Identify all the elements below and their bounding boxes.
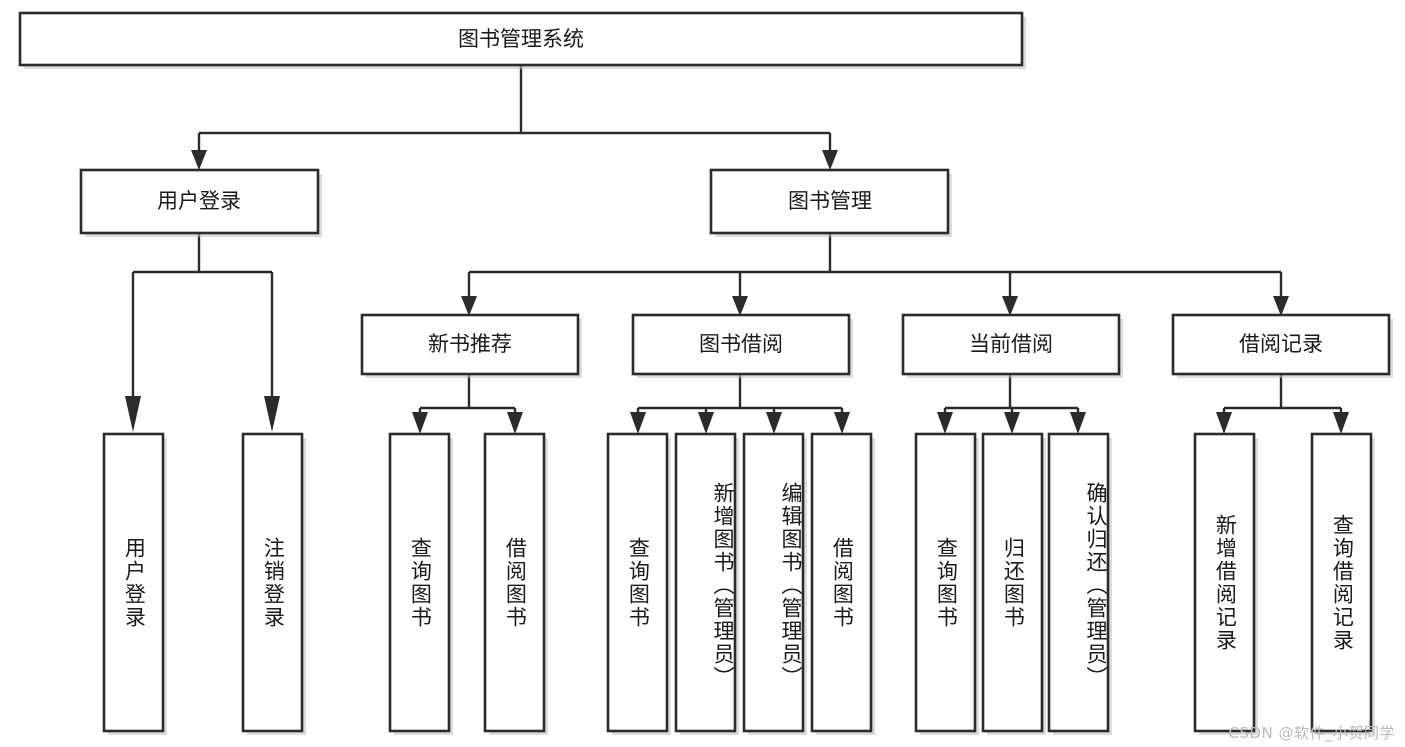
node-leaf-query-book-3-rect[interactable] bbox=[914, 432, 977, 733]
node-book-borrow-label: 图书借阅 bbox=[699, 332, 783, 356]
node-root[interactable]: 图书管理系统 bbox=[18, 11, 1026, 69]
arrow-to-book-manage bbox=[822, 150, 838, 170]
node-leaf-return-book-rect[interactable] bbox=[981, 432, 1044, 733]
node-leaf-add-record[interactable] bbox=[1193, 432, 1258, 735]
node-current-borrow-label: 当前借阅 bbox=[969, 332, 1053, 356]
node-leaf-confirm-return-rect[interactable] bbox=[1047, 432, 1110, 733]
arrow-to-leaf-user-logout bbox=[264, 396, 280, 432]
connector-layer bbox=[125, 65, 1349, 434]
node-leaf-edit-book-rect[interactable] bbox=[742, 432, 805, 733]
node-leaf-add-record-rect[interactable] bbox=[1193, 432, 1256, 733]
node-leaf-borrow-book-1[interactable] bbox=[483, 432, 548, 735]
node-layer: 图书管理系统 用户登录 图书管理 新书推荐 bbox=[18, 11, 1393, 735]
arrow-to-leaf-confirm-return bbox=[1070, 412, 1086, 434]
node-leaf-query-book-2[interactable] bbox=[606, 432, 671, 735]
node-leaf-user-login-rect[interactable] bbox=[102, 432, 165, 733]
arrow-to-leaf-query-book-3 bbox=[937, 412, 953, 434]
node-user-login[interactable]: 用户登录 bbox=[79, 168, 322, 237]
node-leaf-add-book[interactable] bbox=[674, 432, 739, 735]
arrow-to-leaf-query-book-2 bbox=[630, 412, 646, 434]
node-new-book-recommend-label: 新书推荐 bbox=[428, 332, 512, 356]
node-user-login-rect[interactable] bbox=[79, 168, 320, 235]
node-leaf-edit-book[interactable] bbox=[742, 432, 807, 735]
node-current-borrow-rect[interactable] bbox=[901, 313, 1121, 376]
node-leaf-user-login[interactable] bbox=[102, 432, 167, 735]
node-leaf-borrow-book-1-rect[interactable] bbox=[483, 432, 546, 733]
node-root-rect[interactable] bbox=[18, 11, 1024, 67]
node-leaf-user-logout[interactable] bbox=[241, 432, 306, 735]
arrow-to-current-borrow bbox=[1002, 296, 1018, 316]
csdn-watermark: CSDN @软件_小贺同学 bbox=[1228, 724, 1395, 742]
arrow-to-book-borrow bbox=[732, 296, 748, 316]
node-leaf-query-book-2-rect[interactable] bbox=[606, 432, 669, 733]
node-leaf-confirm-return[interactable] bbox=[1047, 432, 1112, 735]
node-borrow-record-rect[interactable] bbox=[1171, 313, 1391, 376]
arrow-to-leaf-return-book bbox=[1004, 412, 1020, 434]
node-borrow-record[interactable]: 借阅记录 bbox=[1171, 313, 1393, 378]
arrow-to-leaf-query-book-1 bbox=[412, 412, 428, 434]
node-leaf-query-book-1-rect[interactable] bbox=[388, 432, 451, 733]
arrow-to-leaf-query-record bbox=[1333, 412, 1349, 434]
arrow-to-leaf-add-book bbox=[698, 412, 714, 434]
node-leaf-query-book-1[interactable] bbox=[388, 432, 453, 735]
arrow-to-new-book-recommend bbox=[461, 296, 477, 316]
node-leaf-borrow-book-2-rect[interactable] bbox=[810, 432, 873, 733]
arrow-to-leaf-user-login bbox=[125, 396, 141, 432]
node-user-login-label: 用户登录 bbox=[157, 189, 241, 213]
node-book-manage-rect[interactable] bbox=[709, 168, 950, 235]
node-leaf-add-book-rect[interactable] bbox=[674, 432, 737, 733]
node-book-borrow-rect[interactable] bbox=[631, 313, 851, 376]
arrow-to-leaf-add-record bbox=[1216, 412, 1232, 434]
node-book-borrow[interactable]: 图书借阅 bbox=[631, 313, 853, 378]
node-leaf-user-logout-rect[interactable] bbox=[241, 432, 304, 733]
node-borrow-record-label: 借阅记录 bbox=[1239, 332, 1323, 356]
node-leaf-query-record-rect[interactable] bbox=[1310, 432, 1373, 733]
arrow-to-leaf-borrow-book-1 bbox=[507, 412, 523, 434]
node-root-label: 图书管理系统 bbox=[458, 27, 584, 51]
node-leaf-return-book[interactable] bbox=[981, 432, 1046, 735]
node-book-manage-label: 图书管理 bbox=[788, 189, 872, 213]
node-leaf-query-book-3[interactable] bbox=[914, 432, 979, 735]
arrow-to-user-login bbox=[191, 150, 207, 170]
node-leaf-query-record[interactable] bbox=[1310, 432, 1375, 735]
node-leaf-borrow-book-2[interactable] bbox=[810, 432, 875, 735]
arrow-to-leaf-borrow-book-2 bbox=[834, 412, 850, 434]
node-new-book-recommend-rect[interactable] bbox=[360, 313, 580, 376]
node-current-borrow[interactable]: 当前借阅 bbox=[901, 313, 1123, 378]
arrow-to-leaf-edit-book bbox=[766, 412, 782, 434]
arrow-to-borrow-record bbox=[1273, 296, 1289, 316]
node-new-book-recommend[interactable]: 新书推荐 bbox=[360, 313, 582, 378]
node-book-manage[interactable]: 图书管理 bbox=[709, 168, 952, 237]
